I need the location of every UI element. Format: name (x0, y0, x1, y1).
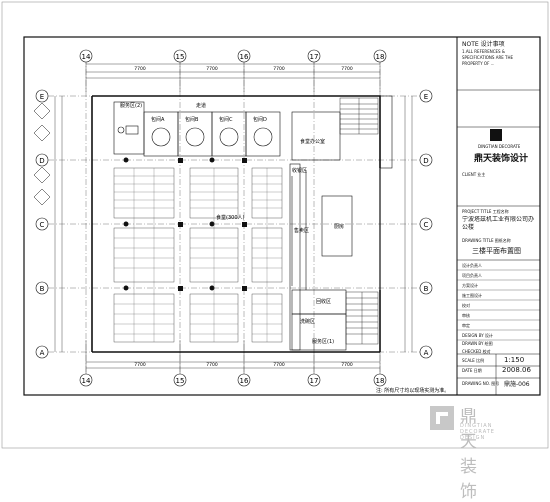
drawing-no-label: DRAWING NO. 图号 (462, 381, 500, 386)
footnote: 注: 所有尺寸均以现场实测为准。 (376, 387, 449, 394)
axis-label-bottom-14: 14 (82, 377, 91, 385)
tb-row-7: 审定 (462, 323, 470, 328)
label-return-area: 回收区 (316, 298, 331, 305)
axis-label-right-B: B (424, 285, 429, 293)
private-rooms-top (143, 111, 281, 157)
title-block: NOTE 设计事项 1.ALL REFERENCES & SPECIFICATI… (458, 37, 540, 395)
axis-bubbles-bottom (79, 373, 387, 387)
label-serving: 售卖区 (294, 227, 309, 234)
label-kitchen: 厨房 (334, 223, 344, 230)
label-canteen-hall: 食堂(300人) (216, 214, 244, 221)
tb-row-3: 方案设计 (462, 283, 478, 288)
axis-bubbles-right (419, 89, 433, 359)
watermark-tagline: DINGTIAN DECORATE DESIGN (460, 423, 495, 441)
label-private-b: 包间B (185, 116, 199, 123)
note-line-3: PROPERTY OF ... (462, 61, 495, 66)
dim-bottom-3: 7700 (273, 362, 285, 368)
axis-label-left-E: E (40, 93, 44, 101)
label-service-area: 服务区(1) (312, 338, 334, 345)
project-title: 宁波塔兹机工业有限公司办公楼 (462, 216, 535, 231)
label-canteen-office: 食堂办公室 (300, 138, 325, 145)
dim-bottom-2: 7700 (206, 362, 218, 368)
serving-counter (289, 163, 353, 351)
tb-row-9: DRAWN BY 绘图 (462, 341, 493, 346)
client-label: CLIENT 业主 (462, 172, 486, 177)
label-hostess: 服务区(2) (120, 102, 142, 109)
tb-row-8: DESIGN BY 设计 (462, 333, 493, 338)
axis-label-bottom-16: 16 (240, 377, 249, 385)
date-value: 2008.06 (502, 366, 531, 374)
dim-bottom-4: 7700 (341, 362, 353, 368)
left-bay-windows (33, 102, 51, 206)
dining-table-blocks (113, 167, 283, 343)
note-title: NOTE 设计事项 (462, 41, 505, 48)
axis-bubbles-top (79, 49, 387, 63)
axis-label-top-15: 15 (176, 53, 185, 61)
axis-label-top-16: 16 (240, 53, 249, 61)
drawing-title-label: DRAWING TITLE 图纸名称 (462, 238, 511, 243)
structural-columns (123, 157, 247, 291)
tb-row-6: 审核 (462, 313, 470, 318)
stair-bottom-right (345, 291, 379, 345)
axis-label-right-C: C (424, 221, 429, 229)
label-cashier: 收银区 (292, 167, 307, 174)
label-private-c: 包间C (219, 116, 233, 123)
axis-label-right-D: D (423, 157, 428, 165)
company-name: 鼎天装饰设计 (474, 154, 529, 164)
axis-label-bottom-15: 15 (176, 377, 185, 385)
dim-top-4: 7700 (341, 66, 353, 72)
label-private-a: 包间A (151, 116, 165, 123)
axis-label-left-B: B (40, 285, 45, 293)
watermark-name: 鼎天装饰 (460, 407, 478, 502)
dim-top-2: 7700 (206, 66, 218, 72)
axis-label-left-A: A (40, 349, 45, 357)
note-line-1: 1.ALL REFERENCES & (462, 49, 505, 54)
project-title-label: PROJECT TITLE 工程名称 (462, 209, 509, 214)
dining-table-rows (114, 168, 282, 342)
company-logo-mark (490, 129, 502, 141)
axis-label-right-E: E (424, 93, 428, 101)
floor-plan-drawing: 7700 7700 7700 7700 7700 7700 7700 7700 … (1, 1, 549, 449)
dim-top-3: 7700 (273, 66, 285, 72)
label-corridor: 走道 (196, 102, 206, 109)
note-line-2: SPECIFICATIONS ARE THE (462, 55, 514, 60)
axis-label-top-18: 18 (376, 53, 385, 61)
dim-top-1: 7700 (134, 66, 146, 72)
date-label: DATE 日期 (462, 368, 482, 373)
drawing-title: 三楼平面布置图 (472, 247, 521, 255)
axis-label-top-17: 17 (310, 53, 319, 61)
axis-bubbles-left (35, 89, 49, 359)
canteen-office-room (291, 111, 341, 161)
axis-label-bottom-17: 17 (310, 377, 319, 385)
axis-label-right-A: A (424, 349, 429, 357)
tb-row-5: 校对 (462, 303, 470, 308)
scale-label: SCALE 比例 (462, 358, 485, 363)
tb-row-2: 项目负责人 (462, 273, 482, 278)
tb-row-1: 设计负责人 (462, 263, 482, 268)
company-logo-en: DINGTIAN DECORATE (478, 144, 521, 149)
axis-label-left-C: C (40, 221, 45, 229)
building-walls (91, 95, 393, 353)
top-dimension-lines (85, 60, 381, 92)
tb-row-4: 施工图设计 (462, 293, 482, 298)
scale-value: 1:150 (504, 356, 525, 364)
axis-label-left-D: D (39, 157, 44, 165)
dim-bottom-1: 7700 (134, 362, 146, 368)
label-private-d: 包间D (253, 116, 267, 123)
tb-row-10: CHECKED 校对 (462, 349, 491, 354)
label-washing: 洗碗区 (300, 318, 315, 325)
drawing-border (23, 36, 541, 396)
drawing-no-value: 鼎施-006 (504, 381, 530, 388)
axis-label-top-14: 14 (82, 53, 91, 61)
watermark-logo-icon (430, 406, 454, 430)
axis-label-bottom-18: 18 (376, 377, 385, 385)
